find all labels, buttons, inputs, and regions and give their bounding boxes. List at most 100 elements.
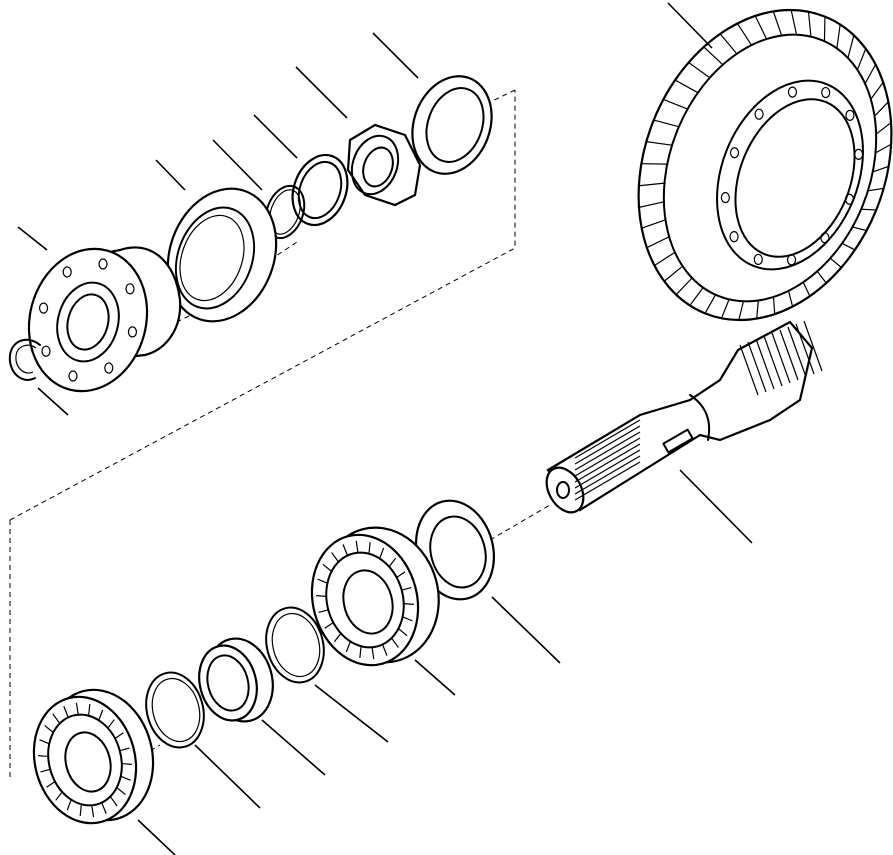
- bearing-roller: [109, 796, 118, 807]
- bearing-roller: [318, 609, 329, 614]
- pinion-tooth: [803, 320, 823, 372]
- gear-tooth: [874, 101, 889, 117]
- gear-tooth: [688, 61, 711, 79]
- bearing-roller: [107, 719, 115, 729]
- bearing-roller: [396, 571, 406, 578]
- bolt-hole: [786, 254, 797, 266]
- bearing-roller: [116, 787, 126, 796]
- bolt-hole: [821, 86, 831, 99]
- spline-line: [574, 437, 641, 477]
- flange-hole: [41, 345, 51, 357]
- tapered-bearing-large: [310, 526, 440, 667]
- pinion-tooth: [795, 323, 815, 375]
- gear-tooth: [816, 270, 827, 284]
- gear-tooth: [847, 35, 855, 59]
- leader-snap-ring: [212, 139, 263, 191]
- flange-hole: [62, 266, 72, 278]
- pinion-tooth: [787, 326, 807, 378]
- spline-line: [574, 419, 641, 459]
- gear-tooth: [653, 119, 680, 128]
- flange-hole: [98, 258, 108, 270]
- gear-tooth: [675, 277, 693, 296]
- bearing-roller: [52, 713, 61, 724]
- gear-tooth: [802, 281, 811, 297]
- bearing-roller: [119, 747, 130, 752]
- leader-circlip: [37, 387, 69, 416]
- bearing-roller: [101, 802, 107, 814]
- bearing-roller: [391, 637, 399, 648]
- leader-thrust-washer: [372, 32, 419, 79]
- bolt-hole: [753, 253, 763, 266]
- flange-yoke: [27, 246, 182, 393]
- gear-tooth: [704, 294, 717, 314]
- leader-shim-ring: [314, 684, 389, 743]
- castellated-nut: [346, 123, 422, 207]
- spline-line: [574, 449, 641, 489]
- gear-tooth: [674, 79, 699, 94]
- circlip: [8, 338, 41, 381]
- pinion-tooth: [763, 335, 783, 387]
- bearing-roller: [317, 578, 328, 584]
- bearing-roller: [388, 557, 397, 568]
- gear-tooth: [836, 24, 841, 49]
- ring-gear: [637, 8, 893, 322]
- dashed-assembly-outline: [9, 89, 551, 780]
- bearing-roller: [359, 646, 362, 658]
- bearing-roller: [355, 540, 359, 553]
- bearing-roller: [44, 724, 54, 733]
- gear-tooth: [736, 23, 752, 46]
- bolt-hole: [729, 147, 740, 159]
- seal: [166, 187, 278, 323]
- leader-flange-yoke: [17, 226, 48, 251]
- gear-tooth: [754, 15, 768, 40]
- gear-tooth: [719, 33, 738, 55]
- gear-tooth: [870, 81, 884, 100]
- bearing-roller: [398, 628, 408, 637]
- gear-tooth: [646, 141, 673, 146]
- flange-hole: [104, 362, 114, 374]
- leader-spacer-collar: [261, 719, 326, 776]
- pinion-tooth: [747, 341, 767, 393]
- gear-tooth: [756, 300, 759, 319]
- bolt-hole: [820, 232, 830, 244]
- flange-hole: [68, 370, 78, 382]
- leader-ring-gear: [667, 2, 713, 49]
- gear-tooth: [720, 299, 730, 319]
- gear-tooth: [829, 257, 842, 268]
- leader-tapered-bearing-small: [137, 819, 176, 855]
- spline-line: [574, 425, 641, 465]
- pinion-tooth: [771, 332, 791, 384]
- flange-hole: [125, 283, 135, 295]
- bearing-roller: [324, 622, 334, 629]
- leader-pinion-shaft: [679, 469, 753, 544]
- pinion-tooth: [755, 338, 775, 390]
- bearing-roller: [333, 632, 342, 643]
- bearing-roller: [371, 647, 375, 660]
- gear-tooth: [856, 48, 867, 71]
- leader-tapered-bearing-large: [414, 659, 456, 696]
- bearing-roller: [38, 755, 49, 758]
- bolt-hole: [845, 109, 855, 121]
- bearing-roller: [322, 563, 332, 572]
- bearing-roller: [120, 775, 131, 781]
- bearing-roller: [381, 644, 388, 656]
- bearing-roller: [402, 616, 413, 622]
- gear-tooth: [738, 301, 745, 321]
- flange-hole: [127, 326, 138, 338]
- spline-line: [574, 431, 641, 471]
- bearing-roller: [98, 709, 104, 721]
- gear-tooth: [663, 265, 683, 282]
- leader-shim-washer: [491, 596, 561, 664]
- bearing-roller: [345, 641, 351, 653]
- bearing-roller: [342, 544, 349, 556]
- gear-tooth: [864, 64, 877, 84]
- bearing-roller: [55, 791, 63, 801]
- gear-tooth: [638, 182, 665, 187]
- gear-tooth: [703, 46, 724, 66]
- gear-tooth: [852, 226, 867, 232]
- gear-tooth: [772, 296, 776, 315]
- leader-castellated-nut: [295, 66, 348, 119]
- bearing-roller: [401, 586, 412, 591]
- leader-snap-ring-lower: [194, 744, 261, 809]
- pinion-shaft: [545, 320, 823, 514]
